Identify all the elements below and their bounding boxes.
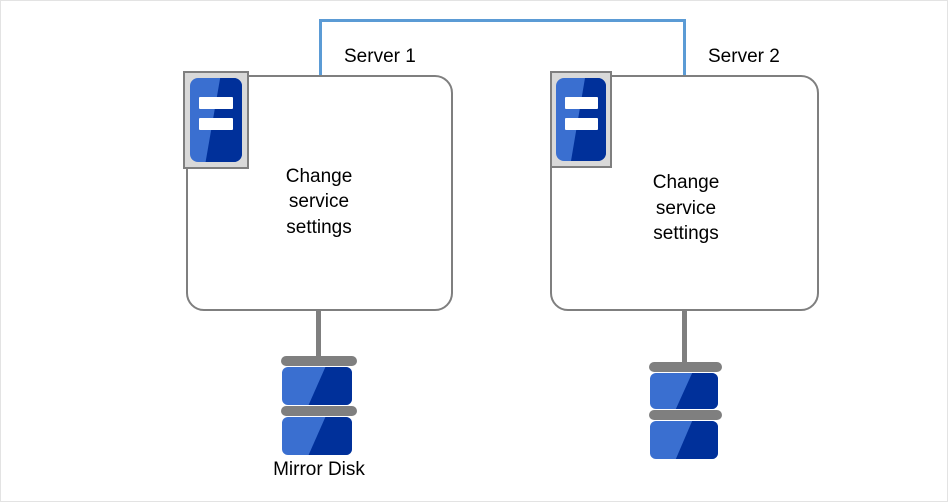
mirror-disk-2-block-upper — [650, 373, 718, 409]
mirror-disk-1-platter-middle — [281, 406, 357, 416]
mirror-disk-1-block-upper — [282, 367, 352, 405]
mirror-disk-1-block-lower — [282, 417, 352, 455]
server-1-body-line-1: Change — [285, 166, 353, 187]
server-2-body-line-1: Change — [652, 172, 720, 193]
server-2-body-line-3: settings — [653, 223, 719, 244]
server-2-disk-connector — [682, 310, 687, 364]
server-icon-bar-bottom — [199, 118, 233, 130]
server-icon-bar-top — [565, 97, 598, 109]
server-icon-bar-bottom — [565, 118, 598, 130]
server-1-disk-connector — [316, 310, 321, 362]
interconnect-left-segment — [319, 19, 322, 76]
mirror-disk-2-platter-top — [649, 362, 722, 372]
mirror-disk-2-platter-middle — [649, 410, 722, 420]
server-2-body-line-2: service — [655, 198, 717, 219]
mirror-disk-2-block-upper-shadow — [675, 373, 718, 409]
server-1-body-line-2: service — [288, 191, 350, 212]
mirror-disk-1-block-upper-shadow — [308, 367, 352, 405]
server-icon — [556, 78, 606, 161]
interconnect-top-segment — [319, 19, 686, 22]
server-1-label: Server 1 — [344, 46, 416, 67]
server-1-body-line-3: settings — [286, 217, 352, 238]
mirror-disk-1-platter-top — [281, 356, 357, 366]
mirror-disk-1-block-lower-shadow — [308, 417, 352, 455]
server-2-label: Server 2 — [708, 46, 780, 67]
mirror-disk-2-block-lower-shadow — [675, 421, 718, 459]
server-icon-bar-top — [199, 97, 233, 109]
server-icon — [190, 78, 242, 162]
mirror-disk-2-block-lower — [650, 421, 718, 459]
mirror-disk-1-label: Mirror Disk — [273, 459, 365, 480]
interconnect-right-segment — [683, 19, 686, 76]
